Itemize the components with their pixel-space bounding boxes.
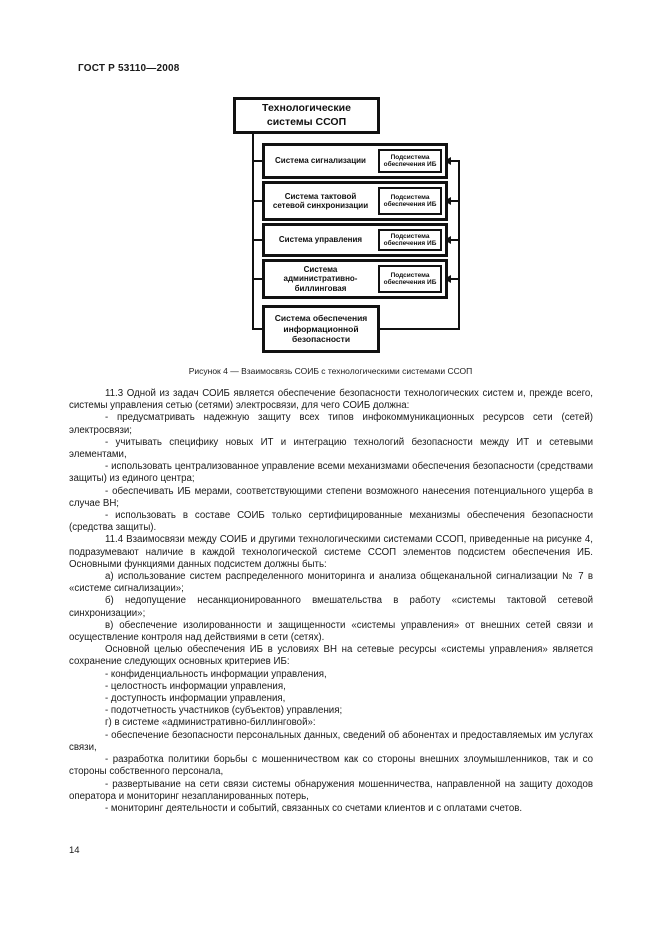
list-item: - использовать централизованное управлен… — [69, 461, 593, 485]
list-item: - обеспечивать ИБ мерами, соответствующи… — [69, 485, 593, 509]
system-name-label: Система сигнализации — [275, 156, 366, 166]
diagram-top-box: Технологические системы ССОП — [233, 97, 380, 134]
paragraph: Основной целью обеспечения ИБ в условиях… — [69, 644, 593, 668]
list-item: - подотчетность участников (субъектов) у… — [105, 705, 343, 717]
paragraph-11-3: 11.3 Одной из задач СОИБ является обеспе… — [69, 388, 593, 412]
diagram-row-admin-billing-system: Система административно-биллинговая Подс… — [262, 259, 448, 299]
ib-subsystem-box: Подсистема обеспечения ИБ — [378, 149, 442, 173]
list-item: - доступность информации управления, — [105, 693, 286, 705]
ib-subsystem-box: Подсистема обеспечения ИБ — [378, 187, 442, 215]
ib-subsystem-box: Подсистема обеспечения ИБ — [378, 265, 442, 293]
left-stub-row2 — [252, 200, 262, 202]
figure-caption: Рисунок 4 — Взаимосвязь СОИБ с технологи… — [188, 366, 473, 376]
list-item: - предусматривать надежную защиту всех т… — [69, 412, 593, 436]
left-stub-bottom — [252, 328, 262, 330]
list-item-v: в) обеспечение изолированности и защищен… — [69, 619, 593, 644]
list-item: - учитывать специфику новых ИТ и интегра… — [69, 436, 593, 461]
left-stub-row4 — [252, 278, 262, 280]
left-stub-row3 — [252, 239, 262, 241]
system-name-label: Система управления — [278, 235, 363, 245]
ib-subsystem-box: Подсистема обеспечения ИБ — [378, 229, 442, 251]
diagram-row-management-system: Система управления Подсистема обеспечени… — [262, 223, 448, 257]
page-number: 14 — [69, 845, 80, 856]
diagram-row-clock-sync-system: Система тактовой сетевой синхронизации П… — [262, 181, 448, 221]
list-item-a: а) использование систем распределенного … — [69, 571, 593, 595]
figure-4-diagram: Технологические системы ССОП Система сиг… — [0, 0, 661, 360]
right-connector-line — [458, 160, 460, 330]
diagram-bottom-box-soib: Система обеспечения информационной безоп… — [262, 305, 380, 353]
right-stub-row2 — [449, 200, 459, 202]
list-item: - использовать в составе СОИБ только сер… — [69, 510, 593, 534]
right-stub-row1 — [449, 160, 459, 162]
list-item: - целостность информации управления, — [105, 680, 286, 692]
list-item: - конфиденциальность информации управлен… — [105, 668, 327, 680]
diagram-row-signaling-system: Система сигнализации Подсистема обеспече… — [262, 143, 448, 179]
list-item-g: г) в системе «административно-биллингово… — [105, 717, 316, 729]
list-item: - развертывание на сети связи системы об… — [69, 778, 593, 802]
left-connector-line — [252, 134, 254, 330]
list-item: - разработка политики борьбы с мошенниче… — [69, 754, 593, 778]
system-name-label: Система тактовой сетевой синхронизации — [272, 191, 369, 210]
list-item: - мониторинг деятельности и событий, свя… — [105, 802, 523, 814]
bottom-connector-line — [380, 328, 460, 330]
document-header-title: ГОСТ Р 53110—2008 — [78, 63, 180, 74]
list-item-b: б) недопущение несанкционированного вмеш… — [69, 595, 593, 619]
right-stub-row4 — [449, 278, 459, 280]
body-text: 11.3 Одной из задач СОИБ является обеспе… — [69, 388, 593, 815]
system-name-label: Система административно-биллинговая — [283, 265, 358, 293]
right-stub-row3 — [449, 239, 459, 241]
left-stub-row1 — [252, 160, 262, 162]
paragraph-11-4: 11.4 Взаимосвязи между СОИБ и другими те… — [69, 534, 593, 570]
list-item: - обеспечение безопасности персональных … — [69, 729, 593, 753]
